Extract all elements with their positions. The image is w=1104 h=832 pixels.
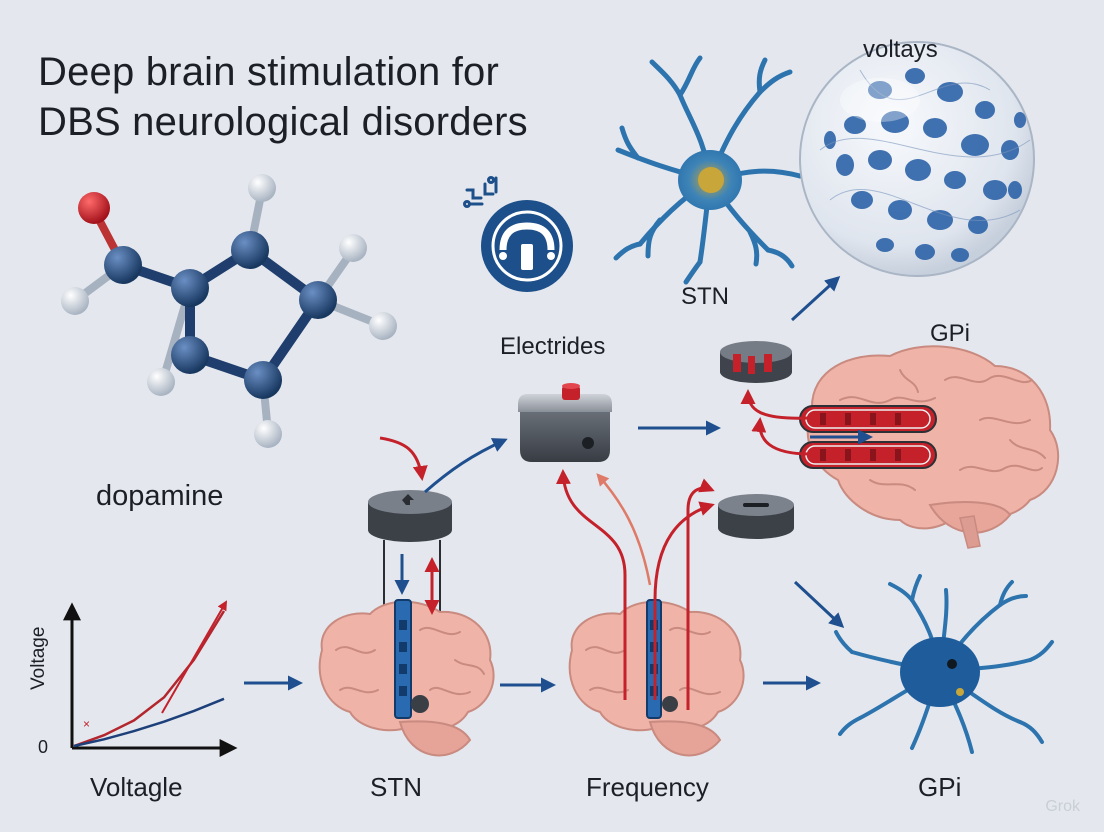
voltays-label: voltays — [863, 36, 938, 63]
stn-top-label: STN — [681, 283, 729, 310]
gpi-upper-label: GPi — [930, 320, 971, 347]
carbon-atom — [299, 281, 337, 319]
voltagle-caption: Voltagle — [90, 772, 183, 802]
graph-origin-label: 0 — [38, 737, 49, 757]
oxygen-atom — [78, 192, 110, 224]
gpi-neuron-bottom — [834, 574, 1054, 754]
flow-arrow-salmon — [596, 473, 652, 586]
stimulator-device-top — [720, 341, 792, 383]
flow-arrows-red — [161, 389, 811, 714]
brain-right — [806, 345, 1060, 549]
stn-neuron-top — [613, 55, 829, 285]
carbon-atom — [171, 269, 209, 307]
frequency-caption: Frequency — [586, 772, 709, 802]
voltage-graph: × — [63, 602, 238, 757]
hydrogen-atom — [339, 234, 367, 262]
brain-middle — [568, 599, 745, 757]
hydrogen-atom — [147, 368, 175, 396]
hydrogen-atom — [254, 420, 282, 448]
chart-series-blue — [73, 697, 225, 748]
stimulator-device-right — [718, 494, 794, 539]
dopamine-molecule — [61, 174, 397, 448]
graph-x-mark: × — [83, 717, 90, 731]
carbon-atom — [231, 231, 269, 269]
brain-left — [318, 599, 495, 757]
flow-arrows-blue — [244, 275, 873, 693]
gpi-bottom-caption: GPi — [918, 772, 962, 802]
chart-series-red — [73, 610, 226, 748]
voltays-sphere — [799, 41, 1035, 277]
carbon-atom — [171, 336, 209, 374]
hydrogen-atom — [369, 312, 397, 340]
graph-y-axis-label: Voltage — [28, 626, 49, 690]
hydrogen-atom — [61, 287, 89, 315]
stn-bottom-caption: STN — [370, 772, 422, 802]
carbon-atom — [244, 361, 282, 399]
hydrogen-atom — [248, 174, 276, 202]
page-title-line2: DBS neurological disorders — [38, 100, 528, 144]
page-title-line1: Deep brain stimulation for — [38, 50, 499, 94]
carbon-atom — [104, 246, 142, 284]
watermark-text: Grok — [1045, 798, 1080, 815]
dopamine-label: dopamine — [96, 480, 224, 512]
electrides-label: Electrides — [500, 333, 606, 360]
brain-chip-icon — [463, 176, 573, 292]
electrides-device — [518, 383, 612, 462]
